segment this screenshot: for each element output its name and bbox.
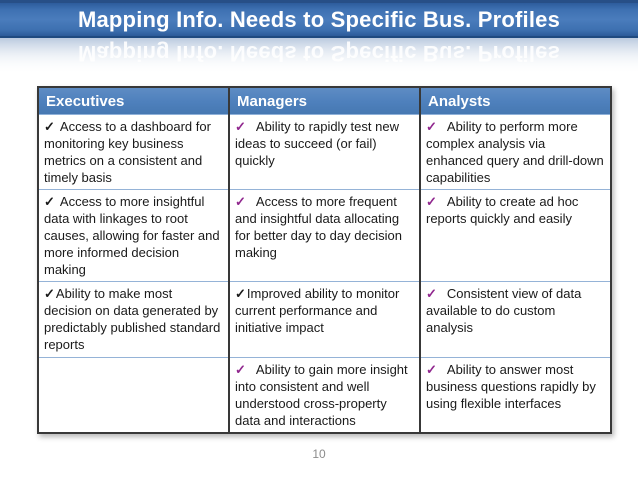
checkmark-icon: ✓	[235, 286, 246, 301]
column-header-analysts: Analysts	[419, 87, 611, 115]
table-cell: ✓Ability to create ad hoc reports quickl…	[419, 189, 611, 282]
table-row: ✓Ability to gain more insight into consi…	[38, 357, 611, 433]
table-cell: ✓Ability to make most decision on data g…	[38, 281, 229, 358]
table-cell: ✓Access to a dashboard for monitoring ke…	[38, 114, 229, 190]
cell-text: Access to more insightful data with link…	[44, 194, 220, 277]
slide-title-bar: Mapping Info. Needs to Specific Bus. Pro…	[0, 0, 638, 38]
table-row: ✓Access to a dashboard for monitoring ke…	[38, 114, 611, 190]
table-row: ✓Ability to make most decision on data g…	[38, 281, 611, 358]
checkmark-icon: ✓	[426, 194, 437, 209]
column-header-executives: Executives	[38, 87, 229, 115]
table-cell: ✓Ability to gain more insight into consi…	[228, 357, 420, 433]
checkmark-icon: ✓	[426, 362, 437, 377]
cell-text: Ability to answer most business question…	[426, 362, 596, 411]
checkmark-icon: ✓	[235, 194, 246, 209]
slide-title: Mapping Info. Needs to Specific Bus. Pro…	[77, 7, 561, 32]
table-cell: ✓Ability to rapidly test new ideas to su…	[228, 114, 420, 190]
table-cell: ✓Access to more insightful data with lin…	[38, 189, 229, 282]
business-profiles-table: Executives Managers Analysts ✓Access to …	[37, 86, 612, 434]
page-number: 10	[312, 447, 326, 461]
table-cell: ✓Ability to answer most business questio…	[419, 357, 611, 433]
table-cell: ✓Access to more frequent and insightful …	[228, 189, 420, 282]
checkmark-icon: ✓	[426, 119, 437, 134]
title-reflection: Mapping Info. Needs to Specific Bus. Pro…	[0, 38, 638, 78]
checkmark-icon: ✓	[44, 194, 55, 209]
checkmark-icon: ✓	[44, 119, 55, 134]
table-row: ✓Access to more insightful data with lin…	[38, 189, 611, 282]
cell-text: Access to more frequent and insightful d…	[235, 194, 402, 260]
cell-text: Ability to rapidly test new ideas to suc…	[235, 119, 399, 168]
checkmark-icon: ✓	[235, 119, 246, 134]
cell-text: Ability to make most decision on data ge…	[44, 286, 221, 352]
cell-text: Access to a dashboard for monitoring key…	[44, 119, 211, 185]
table-cell	[38, 357, 229, 433]
checkmark-icon: ✓	[44, 286, 55, 301]
cell-text: Improved ability to monitor current perf…	[235, 286, 400, 335]
reflection-fade-overlay	[0, 38, 638, 78]
checkmark-icon: ✓	[426, 286, 437, 301]
cell-text: Ability to perform more complex analysis…	[426, 119, 604, 185]
table-header-row: Executives Managers Analysts	[38, 87, 611, 115]
cell-text: Consistent view of data available to do …	[426, 286, 582, 335]
checkmark-icon: ✓	[235, 362, 246, 377]
cell-text: Ability to create ad hoc reports quickly…	[426, 194, 579, 226]
table-cell: ✓Consistent view of data available to do…	[419, 281, 611, 358]
column-header-managers: Managers	[228, 87, 420, 115]
cell-text: Ability to gain more insight into consis…	[235, 362, 408, 428]
table-cell: ✓Ability to perform more complex analysi…	[419, 114, 611, 190]
table-cell: ✓Improved ability to monitor current per…	[228, 281, 420, 358]
